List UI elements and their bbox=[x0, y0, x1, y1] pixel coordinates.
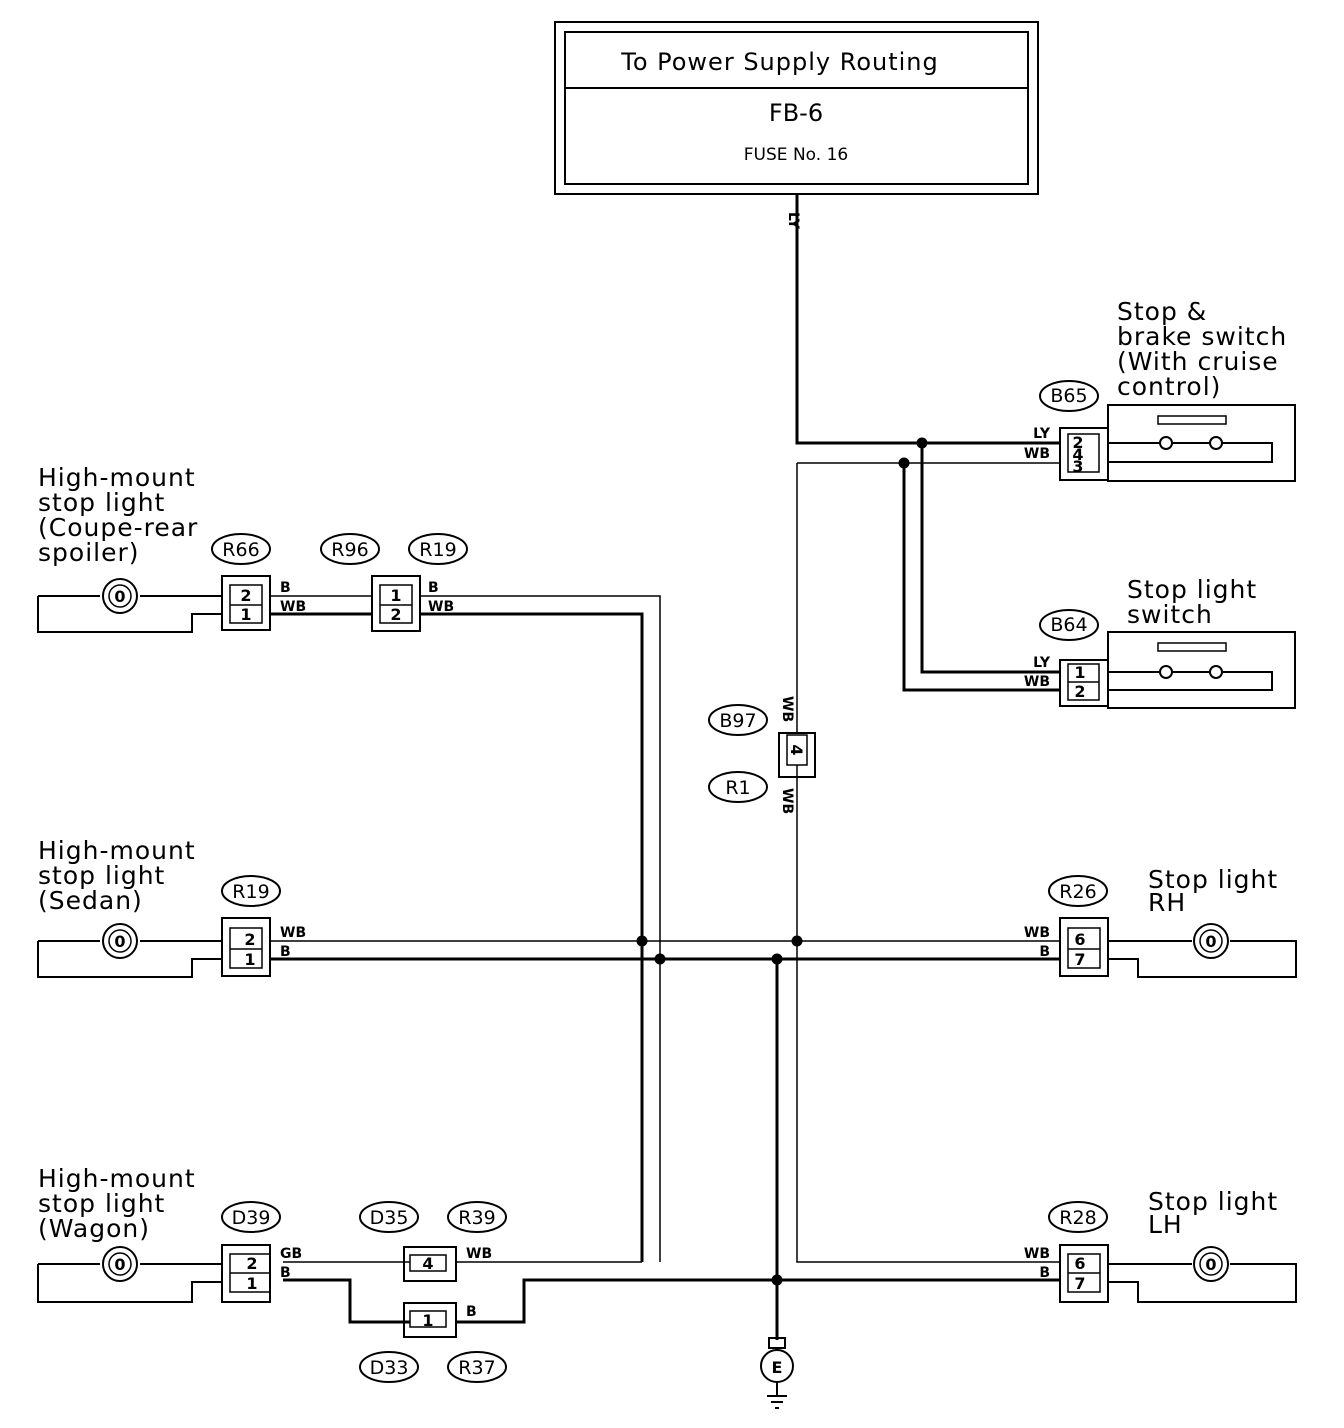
wire-label-r28-b: B bbox=[1039, 1265, 1050, 1281]
stop-brake-switch-label: Stop & brake switch (With cruise control… bbox=[1117, 297, 1296, 401]
wire-label-b65-ly: LY bbox=[1033, 426, 1051, 442]
wire-label-r19-sedan-b: B bbox=[280, 944, 291, 960]
connector-r26-id: R26 bbox=[1059, 881, 1096, 903]
wire-label-r39-wb: WB bbox=[466, 1246, 492, 1262]
wire-label-r28-wb: WB bbox=[1024, 1246, 1050, 1262]
high-mount-stop-light-sedan: High-mount stop light (Sedan) 0 R19 2 1 … bbox=[37, 836, 306, 978]
connector-b97-id: B97 bbox=[719, 710, 756, 732]
d33-pin-1: 1 bbox=[422, 1311, 433, 1330]
stop-light-lh: Stop light LH R28 WB B 6 7 0 bbox=[1024, 1187, 1297, 1303]
r19-sedan-pin-2: 2 bbox=[244, 930, 255, 949]
r19-sedan-pin-1: 1 bbox=[244, 950, 255, 969]
connector-r19-sedan-id: R19 bbox=[232, 881, 269, 903]
stop-light-rh-label: Stop light RH bbox=[1148, 865, 1287, 917]
r28-pin-6: 6 bbox=[1074, 1254, 1085, 1273]
power-supply-box: To Power Supply Routing FB-6 FUSE No. 16 bbox=[554, 21, 1039, 195]
wire-label-r19-sedan-wb: WB bbox=[280, 925, 306, 941]
r66-pin-2: 2 bbox=[240, 586, 251, 605]
connector-r39-id: R39 bbox=[458, 1207, 495, 1229]
sedan-lamp-symbol: 0 bbox=[114, 932, 125, 951]
wire-label-r37-b: B bbox=[466, 1304, 477, 1320]
connector-r28-id: R28 bbox=[1059, 1207, 1096, 1229]
wire-label-r26-b: B bbox=[1039, 944, 1050, 960]
connector-d35-id: D35 bbox=[370, 1207, 409, 1229]
wagon-lamp-symbol: 0 bbox=[114, 1255, 125, 1274]
connector-b64-id: B64 bbox=[1050, 614, 1087, 636]
r19-top-pin-1: 1 bbox=[390, 586, 401, 605]
b64-pin-1: 1 bbox=[1074, 663, 1085, 682]
b65-pin-2: 2 bbox=[1072, 433, 1083, 452]
wire-label-d39-b: B bbox=[280, 1265, 291, 1281]
connector-r37-id: R37 bbox=[458, 1357, 495, 1379]
r19-top-pin-2: 2 bbox=[390, 605, 401, 624]
sedan-light-label: High-mount stop light (Sedan) bbox=[38, 836, 205, 915]
power-box-title: To Power Supply Routing bbox=[620, 48, 939, 76]
d35-pin-4: 4 bbox=[422, 1254, 433, 1273]
wire-label-b97-wb-top: WB bbox=[779, 696, 795, 722]
connector-b97-r1: B97 R1 4 WB WB bbox=[708, 696, 816, 814]
junction-dots bbox=[636, 437, 928, 1286]
b97-pin-4: 4 bbox=[787, 744, 806, 755]
stop-light-switch: Stop light switch B64 LY WB 1 2 bbox=[1024, 575, 1296, 709]
ground-label: E bbox=[772, 1358, 783, 1377]
r28-pin-7: 7 bbox=[1074, 1274, 1085, 1293]
wires bbox=[270, 194, 1060, 1340]
wire-label-r66-b: B bbox=[280, 580, 291, 596]
wire-label-b65-wb: WB bbox=[1024, 446, 1050, 462]
stop-light-switch-label: Stop light switch bbox=[1127, 575, 1266, 629]
fuse-block-label: FB-6 bbox=[769, 99, 823, 127]
wagon-light-label: High-mount stop light (Wagon) bbox=[38, 1164, 205, 1243]
r26-pin-6: 6 bbox=[1074, 930, 1085, 949]
fuse-number-label: FUSE No. 16 bbox=[744, 145, 848, 165]
stop-light-rh: Stop light RH R26 WB B 6 7 0 bbox=[1024, 865, 1297, 978]
b65-pin-3: 3 bbox=[1072, 457, 1083, 476]
lh-lamp-symbol: 0 bbox=[1205, 1255, 1216, 1274]
coupe-light-label: High-mount stop light (Coupe-rear spoile… bbox=[38, 463, 207, 567]
connector-d33-id: D33 bbox=[370, 1357, 409, 1379]
rh-lamp-symbol: 0 bbox=[1205, 932, 1216, 951]
high-mount-stop-light-coupe: High-mount stop light (Coupe-rear spoile… bbox=[37, 463, 468, 633]
connector-b65-id: B65 bbox=[1050, 385, 1087, 407]
wire-label-b64-wb: WB bbox=[1024, 674, 1050, 690]
wire-label-r19-top-wb: WB bbox=[428, 599, 454, 615]
connector-r96-id: R96 bbox=[331, 539, 368, 561]
d39-pin-1: 1 bbox=[246, 1274, 257, 1293]
connector-d39-id: D39 bbox=[232, 1207, 271, 1229]
connector-r66-id: R66 bbox=[222, 539, 259, 561]
wire-label-b64-ly: LY bbox=[1033, 655, 1051, 671]
high-mount-stop-light-wagon: High-mount stop light (Wagon) 0 D39 2 1 … bbox=[37, 1164, 507, 1383]
r66-pin-1: 1 bbox=[240, 605, 251, 624]
stop-light-lh-label: Stop light LH bbox=[1148, 1187, 1287, 1239]
wire-label-r19-top-b: B bbox=[428, 580, 439, 596]
wire-label-d39-gb: GB bbox=[280, 1246, 302, 1262]
wire-label-r1-wb-bottom: WB bbox=[779, 788, 795, 814]
connector-r19-top-id: R19 bbox=[419, 539, 456, 561]
ground-symbol: E bbox=[760, 1337, 794, 1409]
wire-label-r66-wb: WB bbox=[280, 599, 306, 615]
connector-r1-id: R1 bbox=[725, 777, 750, 799]
b65-pin-4: 4 bbox=[1072, 445, 1083, 464]
b64-pin-2: 2 bbox=[1074, 682, 1085, 701]
stop-brake-switch: Stop & brake switch (With cruise control… bbox=[1024, 297, 1296, 482]
wire-label-r26-wb: WB bbox=[1024, 925, 1050, 941]
wire-label-ly-main: LY bbox=[785, 212, 801, 230]
r26-pin-7: 7 bbox=[1074, 950, 1085, 969]
d39-pin-2: 2 bbox=[246, 1254, 257, 1273]
coupe-lamp-symbol: 0 bbox=[114, 587, 125, 606]
